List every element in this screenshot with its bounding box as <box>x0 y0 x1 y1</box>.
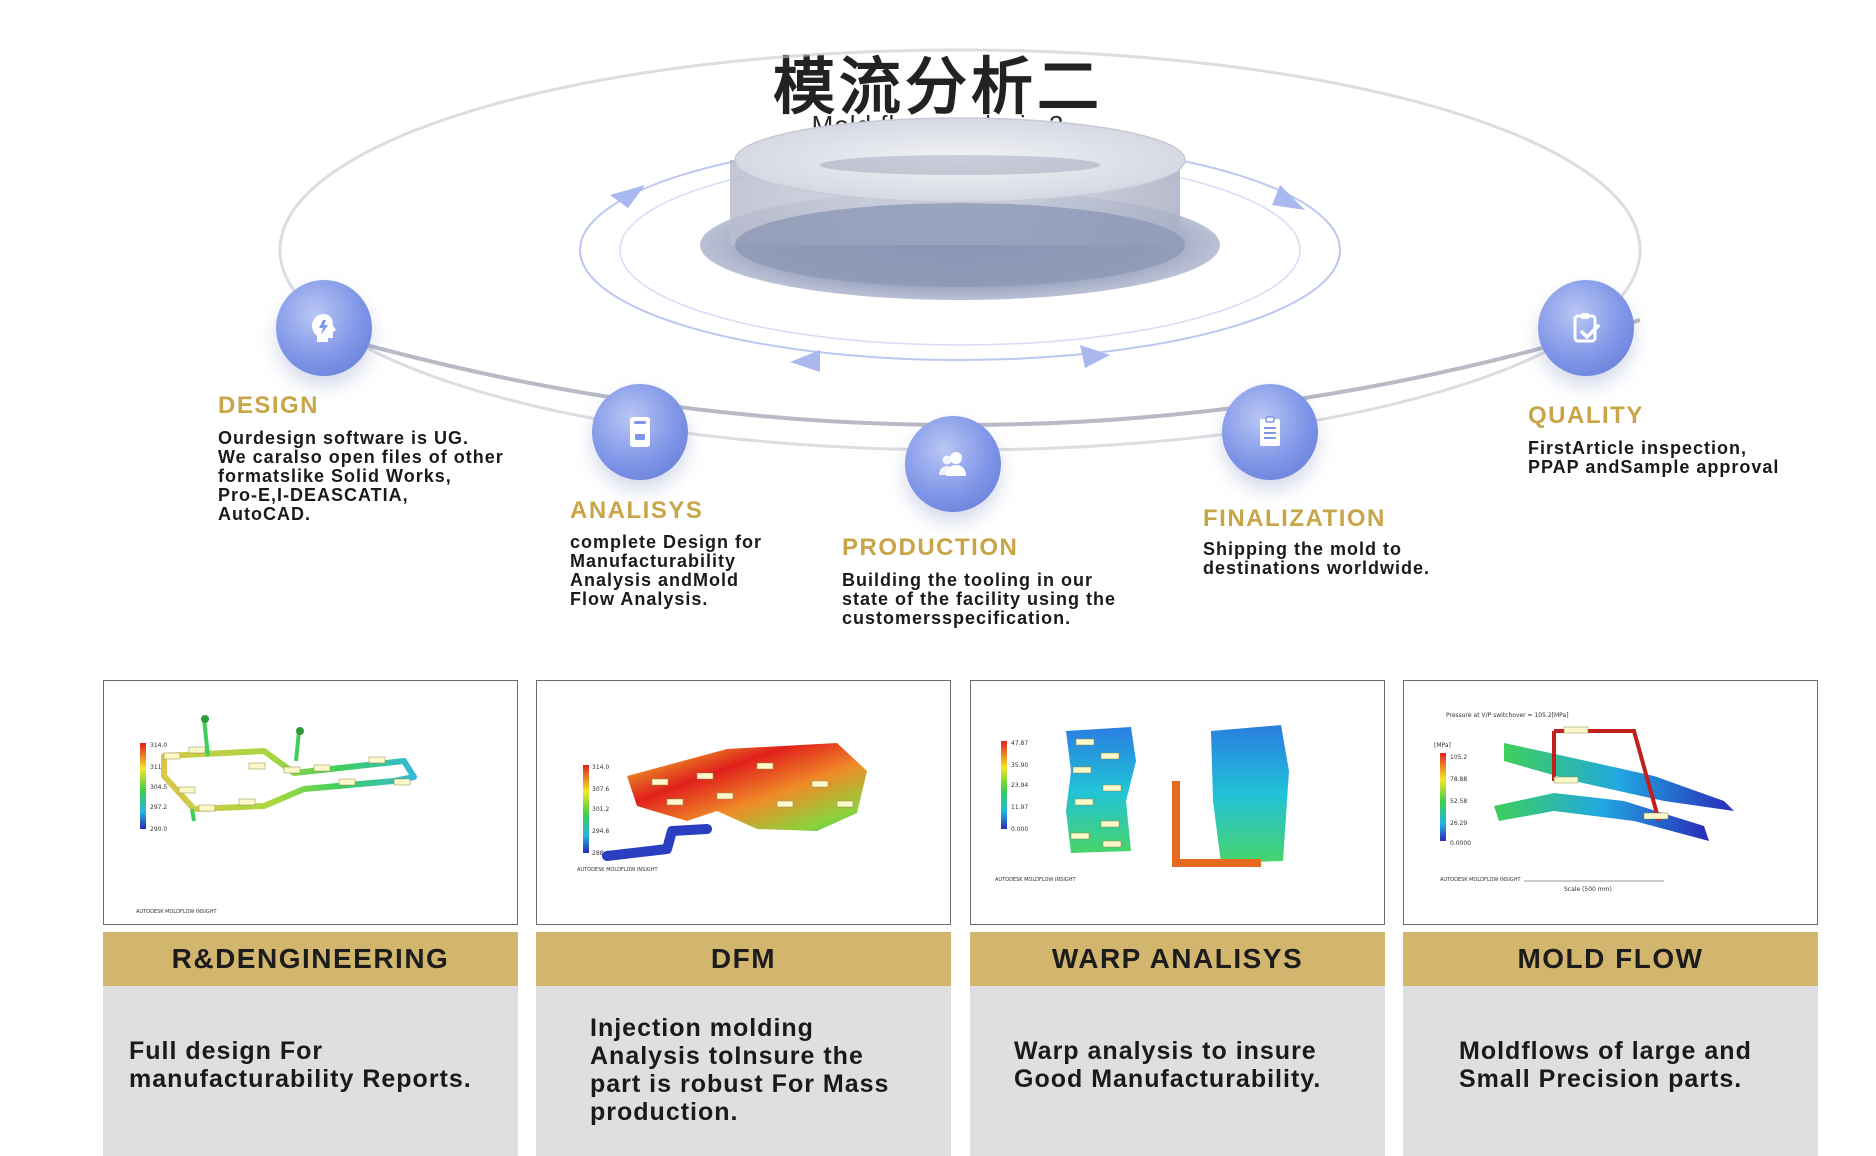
brand-label: AUTODESK MOLDFLOW INSIGHT <box>1440 877 1521 883</box>
card-description: Warp analysis to insure Good Manufactura… <box>1014 1037 1322 1093</box>
scale-label: 307.6 <box>592 786 609 793</box>
brand-label: AUTODESK MOLDFLOW INSIGHT <box>136 909 217 915</box>
stage-title-production: PRODUCTION <box>842 534 1019 561</box>
scale-caption: Scale (500 mm) <box>1564 886 1612 893</box>
stage-node-finalization[interactable] <box>1222 384 1318 480</box>
stage-node-quality[interactable] <box>1538 280 1634 376</box>
scale-label: 35.90 <box>1011 762 1028 769</box>
stage-title-design: DESIGN <box>218 392 320 419</box>
stage-desc-analisys: complete Design for Manufacturability An… <box>570 532 763 609</box>
moldflow-frame-temperature-plot: 314.0 311.1 304.5 297.2 290.0 AUTODESK M… <box>103 680 518 925</box>
stage-desc-design: Ourdesign software is UG. We caralso ope… <box>218 428 504 524</box>
card-description: Injection molding Analysis toInsure the … <box>590 1014 890 1126</box>
scale-label: 288.4 <box>592 850 609 857</box>
unit-label: [MPa] <box>1434 742 1451 749</box>
scale-label: 301.2 <box>592 806 609 813</box>
card-title: MOLD FLOW <box>1403 932 1818 986</box>
stage-node-production[interactable] <box>905 416 1001 512</box>
card-description: Moldflows of large and Small Precision p… <box>1459 1037 1752 1093</box>
card-description: Full design For manufacturability Report… <box>129 1037 472 1093</box>
clipboard-list-icon <box>1260 416 1280 446</box>
scale-label: 78.88 <box>1450 776 1467 783</box>
card-mold-flow: Pressure at V/P switchover = 105.2[MPa] … <box>1403 680 1818 1156</box>
moldflow-warp-stress-plot: 47.87 35.90 23.94 11.97 0.000 AUTODESK M… <box>970 680 1385 925</box>
scale-label: 314.0 <box>592 764 609 771</box>
scale-label: 23.94 <box>1011 782 1028 789</box>
scale-label: 290.0 <box>150 826 167 833</box>
users-icon <box>939 452 966 476</box>
stage-title-finalization: FINALIZATION <box>1203 505 1386 532</box>
process-orbit-graphic <box>278 48 1642 452</box>
card-title: WARP ANALISYS <box>970 932 1385 986</box>
stage-node-analisys[interactable] <box>592 384 688 480</box>
scale-label: 47.87 <box>1011 740 1028 747</box>
scale-label: 26.29 <box>1450 820 1467 827</box>
moldflow-pressure-vp-plot: Pressure at V/P switchover = 105.2[MPa] … <box>1403 680 1818 925</box>
stage-desc-quality: FirstArticle inspection, PPAP andSample … <box>1528 438 1780 477</box>
stage-node-design[interactable] <box>276 280 372 376</box>
scale-label: 314.0 <box>150 742 167 749</box>
lightbulb-head-icon <box>312 314 336 342</box>
plot-title: Pressure at V/P switchover = 105.2[MPa] <box>1446 712 1569 719</box>
moldflow-panel-temperature-plot: 314.0 307.6 301.2 294.8 288.4 AUTODESK M… <box>536 680 951 925</box>
page-title: 模流分析二 <box>772 50 1103 123</box>
tablet-icon <box>630 417 650 447</box>
card-rd-engineering: 314.0 311.1 304.5 297.2 290.0 AUTODESK M… <box>103 680 518 1156</box>
scale-label: 304.5 <box>150 784 167 791</box>
stage-desc-finalization: Shipping the mold to destinations worldw… <box>1203 539 1431 578</box>
scale-label: 294.8 <box>592 828 609 835</box>
stage-title-analisys: ANALISYS <box>570 497 704 524</box>
card-title: DFM <box>536 932 951 986</box>
stage-title-quality: QUALITY <box>1528 402 1644 429</box>
scale-label: 311.1 <box>150 764 167 771</box>
card-dfm: 314.0 307.6 301.2 294.8 288.4 AUTODESK M… <box>536 680 951 1156</box>
checklist-icon <box>1573 313 1600 343</box>
scale-label: 297.2 <box>150 804 167 811</box>
scale-label: 0.000 <box>1011 826 1028 833</box>
brand-label: AUTODESK MOLDFLOW INSIGHT <box>577 867 658 873</box>
stage-desc-production: Building the tooling in our state of the… <box>842 570 1117 628</box>
card-title: R&DENGINEERING <box>103 932 518 986</box>
scale-label: 105.2 <box>1450 754 1467 761</box>
scale-label: 52.58 <box>1450 798 1467 805</box>
scale-label: 11.97 <box>1011 804 1028 811</box>
card-warp-analisys: 47.87 35.90 23.94 11.97 0.000 AUTODESK M… <box>970 680 1385 1156</box>
brand-label: AUTODESK MOLDFLOW INSIGHT <box>995 877 1076 883</box>
scale-label: 0.0000 <box>1450 840 1471 847</box>
